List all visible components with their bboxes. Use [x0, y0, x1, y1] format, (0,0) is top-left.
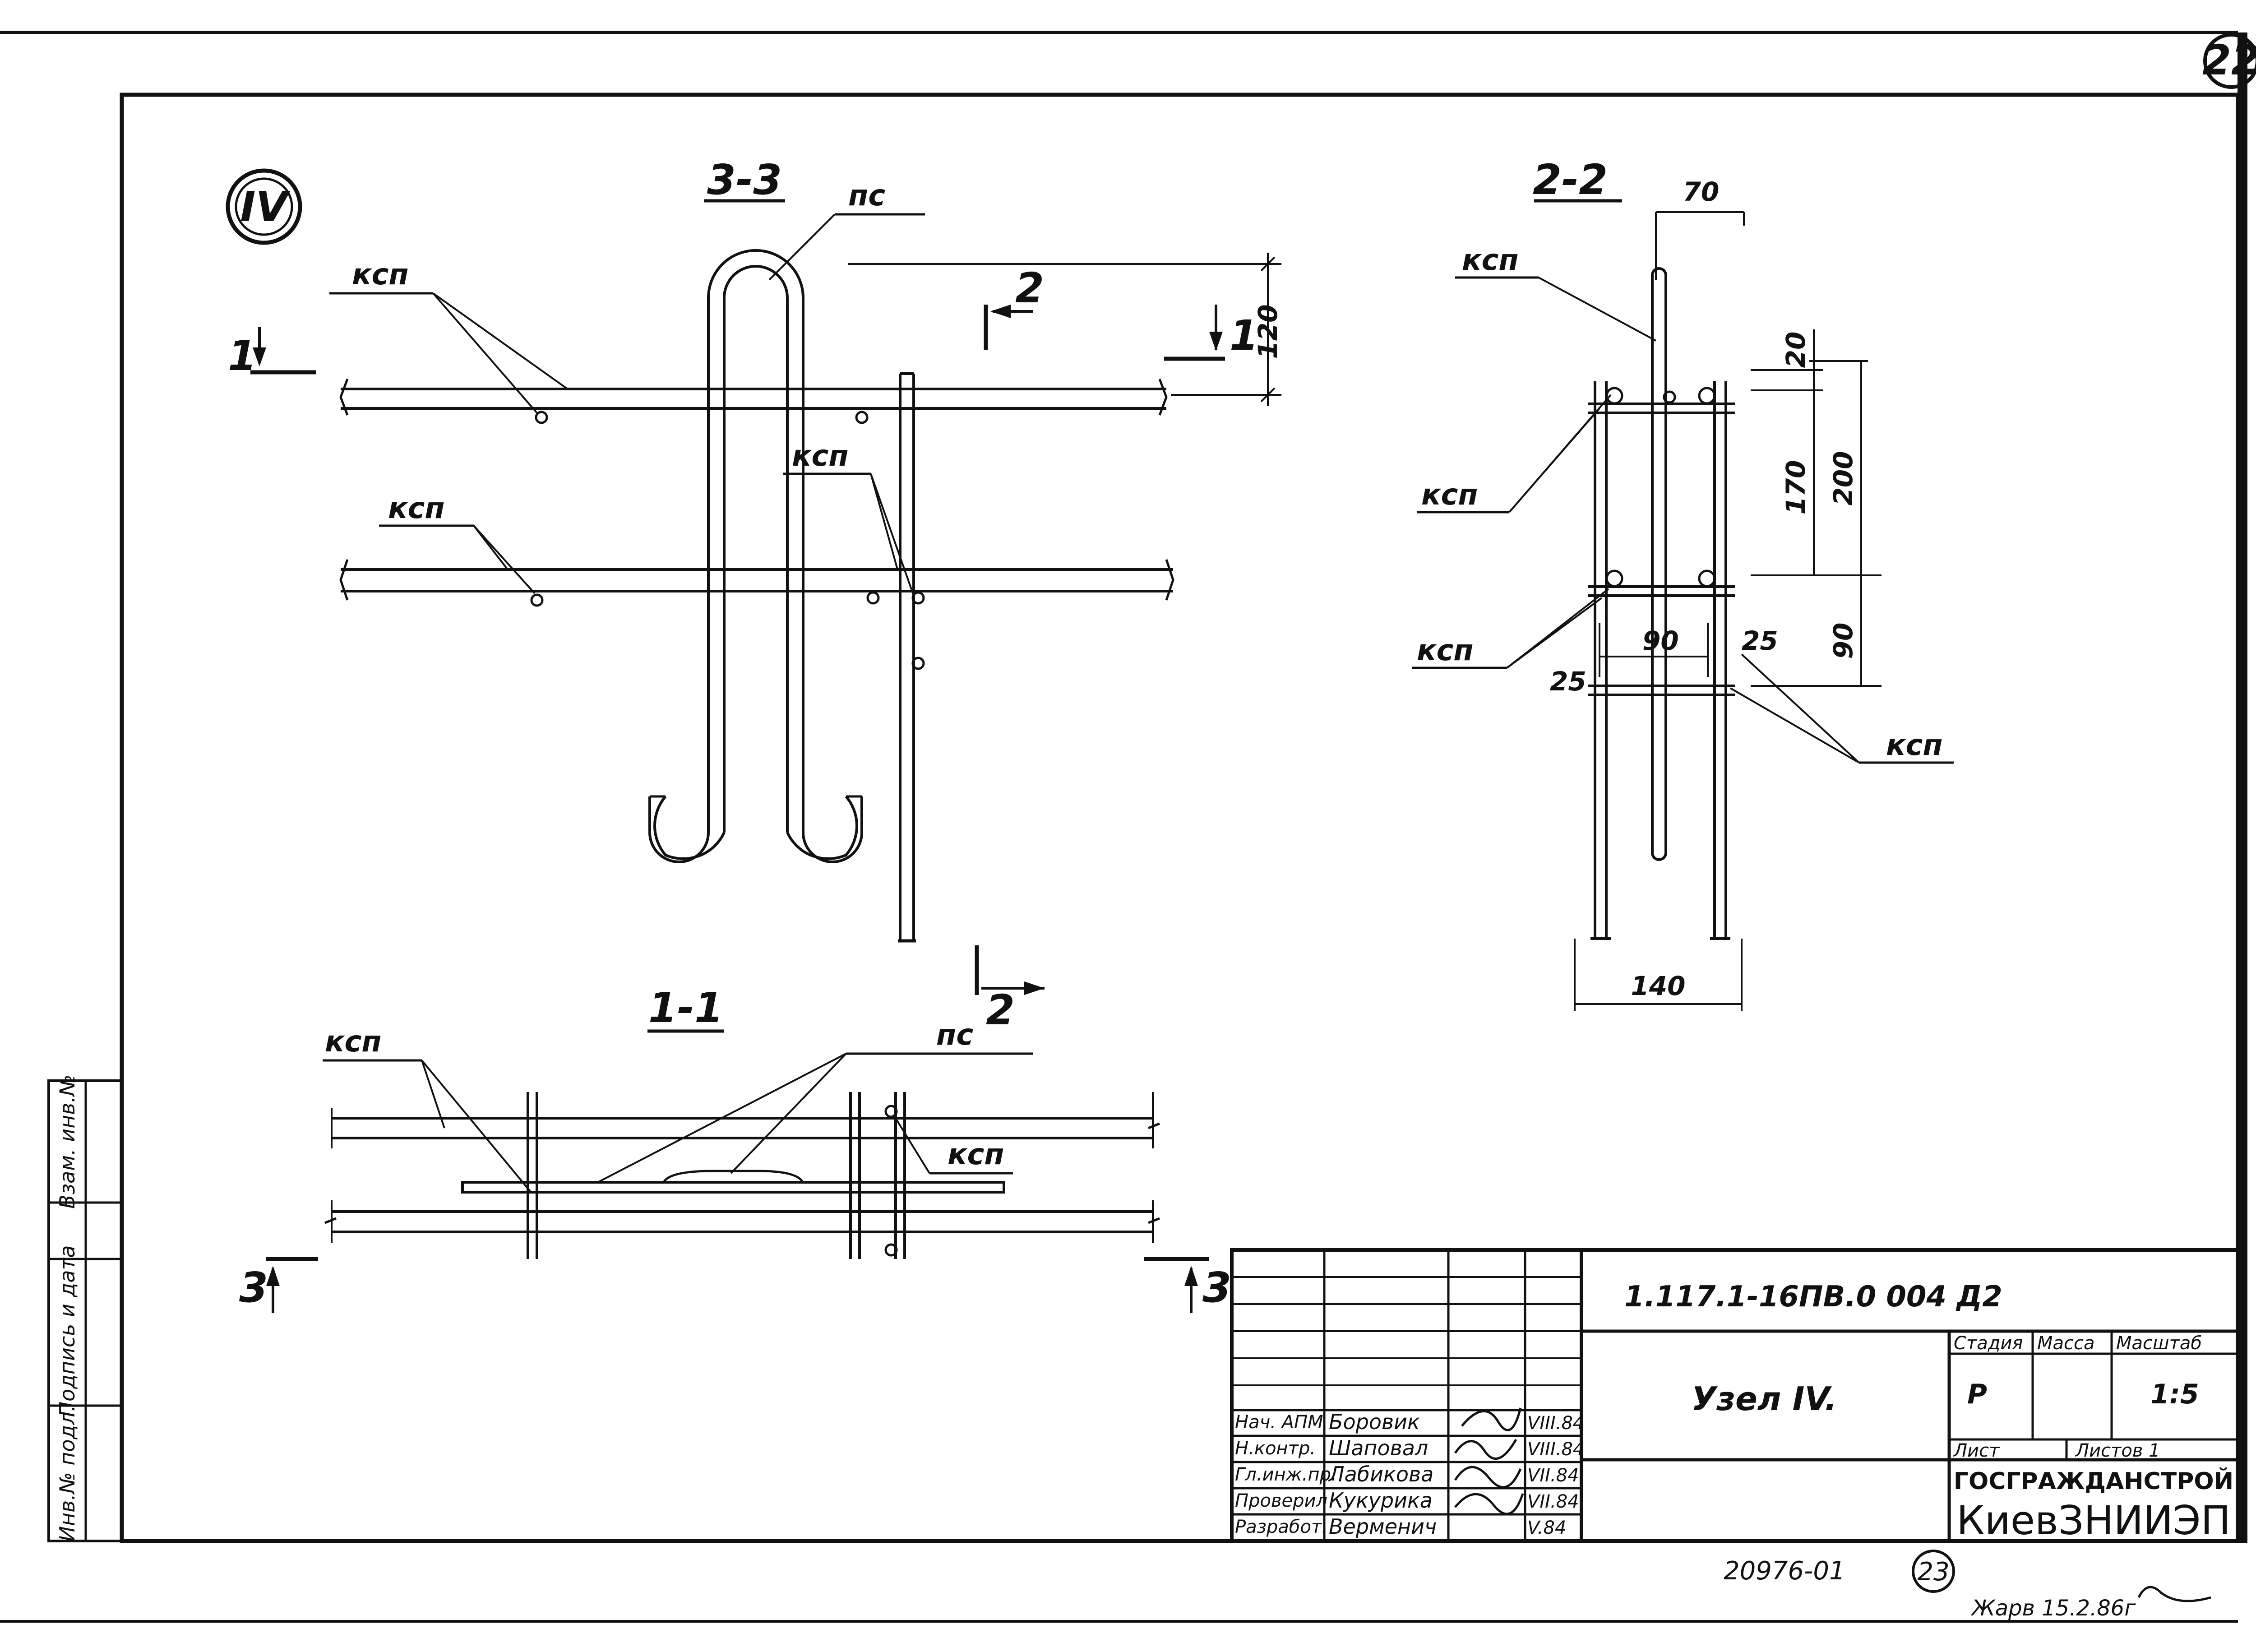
org-name-1: ГОСГРАЖДАНСТРОЙ — [1954, 1467, 2233, 1495]
dim-20: 20 — [1780, 332, 1811, 368]
staff-date-2: VII.84 — [1527, 1465, 1579, 1486]
stage-header: Стадия — [1954, 1333, 2023, 1354]
sheet-label: Лист — [1953, 1440, 2000, 1461]
inventory-number: 20976-01 — [1724, 1556, 1845, 1586]
dim-170: 170 — [1780, 460, 1811, 514]
label-ksp-9: ксп — [948, 1138, 1004, 1171]
next-page-number: 23 — [1917, 1557, 1949, 1587]
cut-3-left: 3 — [239, 1263, 268, 1312]
signature-3 — [1454, 1493, 1524, 1515]
label-ksp-8: ксп — [325, 1025, 382, 1059]
staff-date-0: VIII.84 — [1527, 1413, 1584, 1434]
footer-note: Жарв 15.2.86г — [1970, 1596, 2136, 1621]
label-ps-2: пс — [936, 1018, 973, 1052]
stage-value: Р — [1967, 1379, 1987, 1410]
sheets-label: Листов 1 — [2075, 1440, 2160, 1461]
signature-2 — [1454, 1466, 1522, 1489]
page-number-badge: 22 — [2202, 33, 2256, 89]
section-3-3: 3-3 — [228, 156, 1283, 943]
page-number: 22 — [2202, 36, 2256, 84]
section-3-3-title: 3-3 — [707, 156, 782, 204]
label-ksp-2: ксп — [388, 492, 445, 525]
dim-120: 120 — [1253, 304, 1283, 359]
section-1-1: 1-1 2 — [239, 945, 1231, 1313]
title-block: Нач. АПМ Н.контр. Гл.инж.пр. Проверил Ра… — [1230, 1248, 2240, 1544]
section-2-2: 2-2 70 20 170 — [1412, 156, 1954, 1011]
staff-role-3: Проверил — [1235, 1490, 1327, 1511]
scale-value: 1:5 — [2150, 1379, 2199, 1410]
stamp-sign-date: Подпись и дата — [55, 1245, 79, 1417]
staff-name-0: Боровик — [1329, 1410, 1420, 1434]
cut-2-bottom: 2 — [986, 986, 1015, 1034]
doc-code: 1.117.1-16ПВ.0 004 Д2 — [1624, 1280, 2002, 1314]
stamp-replace-inv: Взам. инв.№ — [55, 1074, 79, 1209]
staff-date-3: VII.84 — [1527, 1491, 1579, 1512]
scale-header: Масштаб — [2116, 1333, 2202, 1354]
node-marker-label: IV — [240, 183, 291, 231]
dim-25-left: 25 — [1550, 666, 1586, 697]
staff-name-1: Шаповал — [1329, 1436, 1428, 1460]
staff-role-4: Разработ. — [1235, 1517, 1327, 1537]
footer: 20976-01 23 Жарв 15.2.86г — [1724, 1550, 2211, 1621]
staff-name-4: Верменич — [1329, 1514, 1437, 1539]
staff-name-3: Кукурика — [1329, 1488, 1433, 1513]
cut-1-right: 1 — [1230, 311, 1258, 360]
label-ksp-7: ксп — [1886, 729, 1943, 762]
label-ksp-6: ксп — [1417, 634, 1474, 667]
sheet-frame — [0, 31, 2247, 1623]
dim-25-right: 25 — [1742, 625, 1778, 656]
staff-date-4: V.84 — [1527, 1518, 1566, 1538]
staff-name-2: Лабикова — [1328, 1462, 1433, 1486]
staff-role-1: Н.контр. — [1235, 1438, 1316, 1459]
label-ksp-1: ксп — [352, 258, 409, 292]
staff-role-2: Гл.инж.пр. — [1235, 1464, 1337, 1485]
label-ksp-4: ксп — [1462, 244, 1519, 277]
node-marker: IV — [226, 168, 302, 245]
dim-200: 200 — [1828, 451, 1858, 505]
cut-2-top: 2 — [1015, 264, 1044, 312]
signature-1 — [1454, 1439, 1517, 1460]
label-ksp-5: ксп — [1421, 478, 1478, 512]
staff-role-0: Нач. АПМ — [1235, 1412, 1323, 1433]
stamp-inv-orig: Инв.№ подл. — [55, 1405, 79, 1542]
cut-1-left: 1 — [228, 332, 257, 380]
label-ksp-3: ксп — [792, 440, 849, 473]
dim-90-inner: 90 — [1642, 625, 1679, 656]
section-1-1-title: 1-1 — [648, 984, 723, 1032]
drawing-title: Узел IV. — [1692, 1380, 1837, 1418]
org-name-2: КиевЗНИИЭП — [1956, 1497, 2231, 1544]
dim-90-right: 90 — [1828, 623, 1858, 659]
dim-70: 70 — [1683, 176, 1720, 207]
cut-3-right: 3 — [1202, 1263, 1231, 1312]
mass-header: Масса — [2037, 1333, 2095, 1354]
side-stamp: Инв.№ подл. Подпись и дата Взам. инв.№ — [47, 1074, 123, 1542]
dim-140: 140 — [1631, 971, 1685, 1001]
section-2-2-title: 2-2 — [1533, 156, 1608, 204]
staff-date-1: VIII.84 — [1527, 1439, 1584, 1460]
signature-0 — [1461, 1407, 1522, 1431]
label-ps-1: пс — [848, 179, 885, 213]
